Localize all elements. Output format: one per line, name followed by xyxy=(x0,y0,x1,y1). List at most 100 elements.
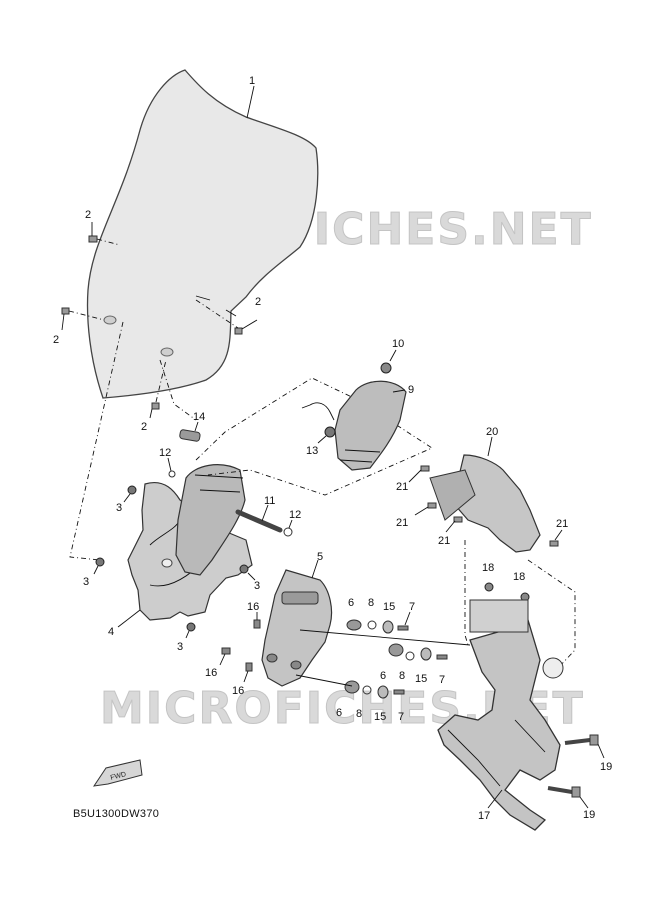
screw-7c xyxy=(393,689,405,695)
callout-19a: 19 xyxy=(600,761,612,773)
leader-4 xyxy=(117,609,141,628)
screw-21c xyxy=(445,516,463,533)
collar-6b xyxy=(388,643,404,657)
callout-6b: 6 xyxy=(380,670,386,682)
callout-18b: 18 xyxy=(513,571,525,583)
mount-plate-hole xyxy=(290,660,302,670)
leader-13 xyxy=(317,435,327,444)
callout-5: 5 xyxy=(317,551,323,563)
callout-16c: 16 xyxy=(232,685,244,697)
leader-12a xyxy=(167,457,172,472)
callout-2b: 2 xyxy=(53,334,59,346)
callout-8c: 8 xyxy=(356,708,362,720)
stay-17-top xyxy=(469,599,529,633)
callout-15a: 15 xyxy=(383,601,395,613)
washer-15b xyxy=(420,647,432,661)
side-bracket-20-wing xyxy=(429,469,476,521)
callout-18a: 18 xyxy=(482,562,494,574)
nut-10 xyxy=(380,362,392,374)
screw-3c xyxy=(239,564,256,581)
link-bracket-9 xyxy=(195,377,433,496)
callout-3a: 3 xyxy=(116,502,122,514)
leader-5 xyxy=(311,559,319,579)
callout-21c: 21 xyxy=(438,535,450,547)
screw-3b xyxy=(93,557,105,575)
grommet-13 xyxy=(324,426,336,438)
center-cover-lines xyxy=(194,474,244,493)
screw-21a xyxy=(408,465,430,483)
leader-7a xyxy=(404,611,411,626)
callout-12b: 12 xyxy=(289,509,301,521)
callout-8b: 8 xyxy=(399,670,405,682)
bracket-9-lines xyxy=(339,449,381,463)
screw-2b xyxy=(61,307,105,331)
washer-8b xyxy=(405,651,415,661)
center-cover-part xyxy=(175,464,246,576)
leader-20 xyxy=(487,436,493,457)
callout-2c: 2 xyxy=(255,296,261,308)
windshield-hole xyxy=(103,315,117,325)
callout-17: 17 xyxy=(478,810,490,822)
callout-10: 10 xyxy=(392,338,404,350)
screw-7a xyxy=(397,625,409,631)
callout-8a: 8 xyxy=(368,597,374,609)
collar-6a xyxy=(346,619,362,631)
stay-17-ring xyxy=(542,657,564,679)
callout-16a: 16 xyxy=(247,601,259,613)
stay-17-lines xyxy=(447,719,546,787)
callout-19b: 19 xyxy=(583,809,595,821)
wire-13 xyxy=(301,402,335,421)
callout-15b: 15 xyxy=(415,673,427,685)
callout-3c: 3 xyxy=(254,580,260,592)
callout-1: 1 xyxy=(249,75,255,87)
leader-12b xyxy=(288,519,293,529)
link-windshield-panel xyxy=(69,321,124,561)
lower-cowl-hole xyxy=(161,558,173,568)
link-windshield-bracket xyxy=(159,359,197,421)
callout-11: 11 xyxy=(264,495,275,507)
callout-16b: 16 xyxy=(205,667,217,679)
link-washers-1 xyxy=(299,629,471,646)
callout-14: 14 xyxy=(193,411,205,423)
callout-21d: 21 xyxy=(556,518,568,530)
callout-2d: 2 xyxy=(141,421,147,433)
leader-11 xyxy=(261,504,269,522)
callout-7c: 7 xyxy=(398,711,404,723)
windshield-part xyxy=(86,69,319,399)
screw-16c xyxy=(243,662,253,683)
bolt-18a xyxy=(484,582,494,592)
link-washers-2 xyxy=(295,674,353,687)
screw-2c xyxy=(195,299,258,335)
callout-15c: 15 xyxy=(374,711,386,723)
windshield-mark xyxy=(195,295,237,317)
clip-12a xyxy=(168,470,176,478)
screw-3d xyxy=(185,622,196,639)
callout-6c: 6 xyxy=(336,707,342,719)
callout-21a: 21 xyxy=(396,481,408,493)
fwd-label: FWD xyxy=(110,771,127,782)
callout-3b: 3 xyxy=(83,576,89,588)
washer-15c xyxy=(377,685,389,699)
callout-6a: 6 xyxy=(348,597,354,609)
screw-2d xyxy=(149,359,167,419)
stay-17-part xyxy=(437,619,561,831)
bracket-9-part xyxy=(334,380,407,471)
callout-3d: 3 xyxy=(177,641,183,653)
fwd-arrow-icon: FWD xyxy=(92,759,143,787)
callout-9: 9 xyxy=(408,384,414,396)
mount-plate-slot xyxy=(281,591,319,605)
callout-13: 13 xyxy=(306,445,318,457)
callout-20: 20 xyxy=(486,426,498,438)
leader-1 xyxy=(246,85,255,119)
mount-plate-hole xyxy=(266,653,278,663)
screw-21d xyxy=(549,529,563,547)
screw-21b xyxy=(414,502,437,516)
washer-8c xyxy=(362,685,372,695)
callout-2a: 2 xyxy=(85,209,91,221)
diagram-code: B5U1300DW370 xyxy=(73,808,159,820)
rod-11 xyxy=(235,509,283,533)
callout-12a: 12 xyxy=(159,447,171,459)
side-bracket-20 xyxy=(454,454,541,553)
screw-3a xyxy=(123,485,137,503)
screw-16b xyxy=(219,647,231,666)
